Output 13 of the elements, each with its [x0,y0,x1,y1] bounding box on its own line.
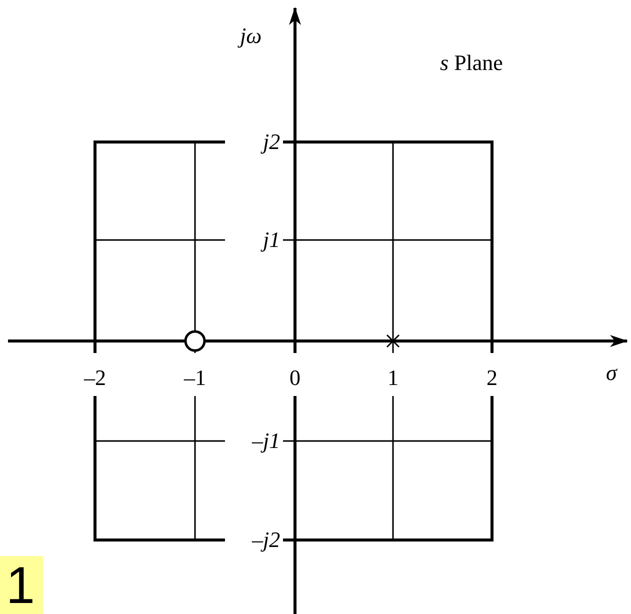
tick-label: j1 [263,229,280,251]
tick-label: j2 [263,131,280,153]
tick-label: 2 [486,367,498,389]
plane-title: s Plane [440,52,503,74]
tick-label: –j2 [252,529,280,551]
axis-label: jω [240,25,262,47]
tick-label: –1 [184,367,206,389]
tick-label: –j1 [252,430,280,452]
figure-number: 1 [0,556,43,614]
tick-label: –2 [84,367,106,389]
tick-label: 1 [388,367,398,389]
axis-label: σ [606,362,617,384]
tick-label: 0 [290,367,300,389]
